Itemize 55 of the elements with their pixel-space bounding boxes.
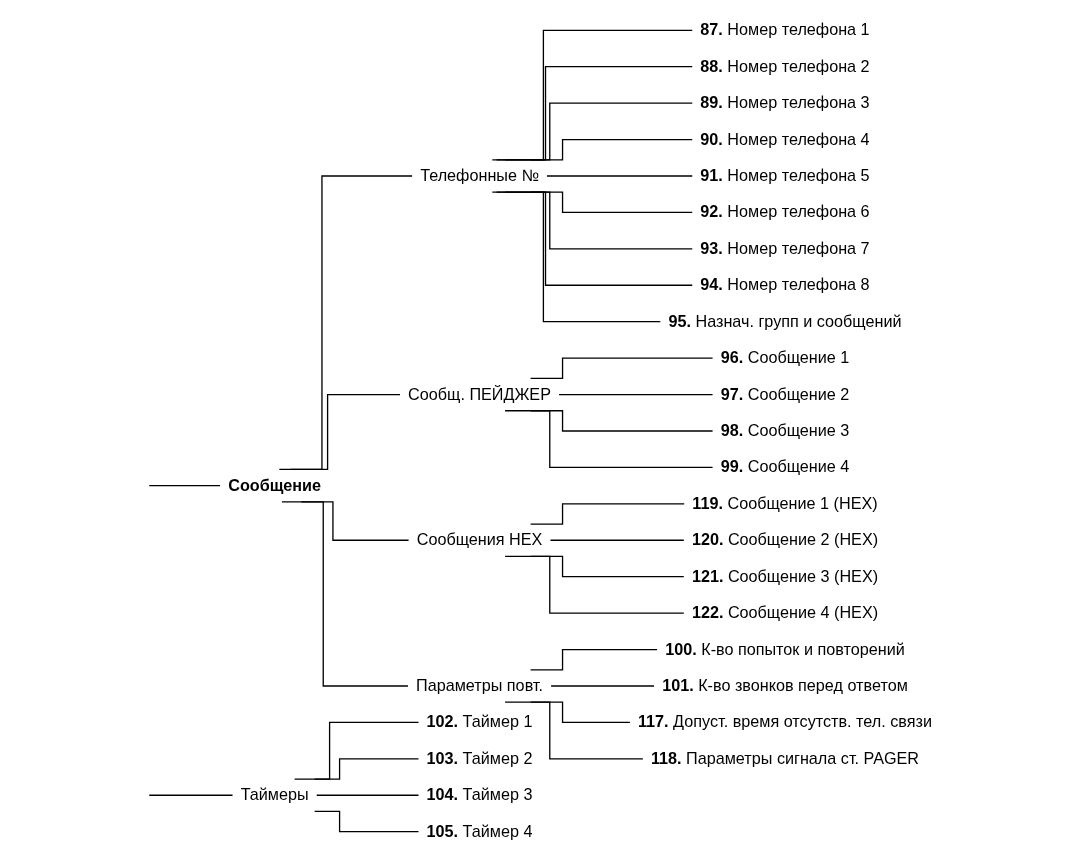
- node-text: Сообщения HEX: [417, 531, 543, 549]
- node-text: 120. Сообщение 2 (HEX): [692, 531, 879, 549]
- node-text: 87. Номер телефона 1: [700, 21, 871, 39]
- connector: [504, 555, 685, 614]
- connector: [316, 794, 420, 796]
- node-text: 92. Номер телефона 6: [700, 203, 871, 221]
- node-text: 89. Номер телефона 3: [700, 94, 871, 112]
- node-text: Сообщение: [228, 476, 322, 494]
- connector: [294, 721, 420, 780]
- connector: [279, 175, 414, 471]
- connector: [558, 393, 714, 396]
- node-text: 105. Таймер 4: [427, 822, 533, 840]
- connector: [550, 539, 685, 541]
- node-text: 100. К-во попыток и повторений: [665, 640, 906, 658]
- connector: [504, 701, 644, 760]
- node-text: 101. К-во звонков перед ответом: [662, 676, 909, 695]
- connector: [281, 501, 410, 687]
- node-text: 90. Номер телефона 4: [700, 130, 871, 148]
- node-text: 99. Сообщение 4: [721, 458, 850, 476]
- connector: [149, 794, 234, 796]
- connector: [314, 810, 420, 833]
- node-text: 104. Таймер 3: [427, 786, 533, 804]
- node-text: 97. Сообщение 2: [721, 385, 850, 403]
- node-text: 95. Назнач. групп и сообщений: [668, 312, 902, 330]
- node-text: 88. Номер телефона 2: [700, 57, 871, 75]
- node-text: 98. Сообщение 3: [721, 421, 850, 440]
- connector: [530, 503, 686, 525]
- node-text: 122. Сообщение 4 (HEX): [692, 604, 879, 622]
- connector: [504, 410, 714, 469]
- node-text: 118. Параметры сигнала ст. PAGER: [651, 749, 920, 767]
- node-text: Таймеры: [241, 786, 310, 804]
- connector: [530, 648, 659, 671]
- connector: [530, 138, 694, 161]
- connector: [314, 758, 420, 780]
- node-text: 119. Сообщение 1 (HEX): [692, 494, 879, 512]
- connector: [290, 393, 402, 471]
- node-text: Параметры повт.: [416, 676, 544, 695]
- node-text: 117. Допуст. время отсутств. тел. связи: [638, 713, 933, 731]
- connector: [492, 29, 694, 161]
- connector: [530, 357, 714, 380]
- node-text: 91. Номер телефона 5: [700, 166, 871, 185]
- node-text: 121. Сообщение 3 (HEX): [692, 567, 879, 585]
- connector: [492, 191, 662, 323]
- node-text: 102. Таймер 1: [427, 713, 533, 731]
- connector: [496, 66, 694, 161]
- connector: [550, 685, 656, 687]
- connector: [504, 102, 694, 161]
- node-text: 103. Таймер 2: [427, 749, 533, 767]
- node-text: Телефонные №: [420, 166, 540, 185]
- connector: [149, 484, 222, 487]
- connector: [546, 175, 694, 177]
- node-text: 96. Сообщение 1: [721, 349, 850, 367]
- node-text: 93. Номер телефона 7: [700, 239, 871, 257]
- node-text: Сообщ. ПЕЙДЖЕР: [408, 385, 552, 403]
- node-text: 94. Номер телефона 8: [700, 276, 871, 294]
